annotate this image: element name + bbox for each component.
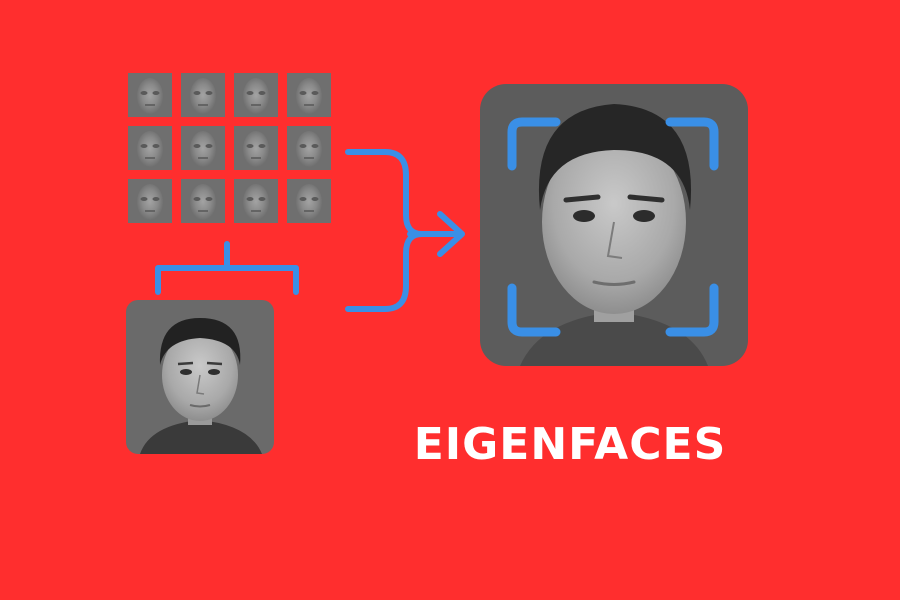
eigenface-thumbnail-icon [128,179,172,223]
input-face-portrait-icon [126,300,274,454]
face-detection-frame-icon [507,117,719,337]
eigenface-thumbnail-icon [128,126,172,170]
eigenface-thumbnail-icon [181,179,225,223]
eigenface-thumbnail-icon [287,73,331,117]
eigenface-thumbnail-icon [234,73,278,117]
page-title: EIGENFACES [413,419,727,470]
arrow-right-icon [407,211,465,257]
recognized-face-portrait-icon [480,84,748,366]
eigenface-thumbnail-icon [181,73,225,117]
eigenface-thumbnail-icon [287,179,331,223]
eigenface-thumbnail-icon [181,126,225,170]
eigenface-thumbnail-icon [234,179,278,223]
merge-connector-icon [345,149,425,312]
eigenface-thumbnail-icon [287,126,331,170]
eigenface-thumbnail-icon [128,73,172,117]
bracket-connector-icon [155,241,299,295]
eigenface-thumbnail-icon [234,126,278,170]
eigenface-grid [128,73,331,223]
